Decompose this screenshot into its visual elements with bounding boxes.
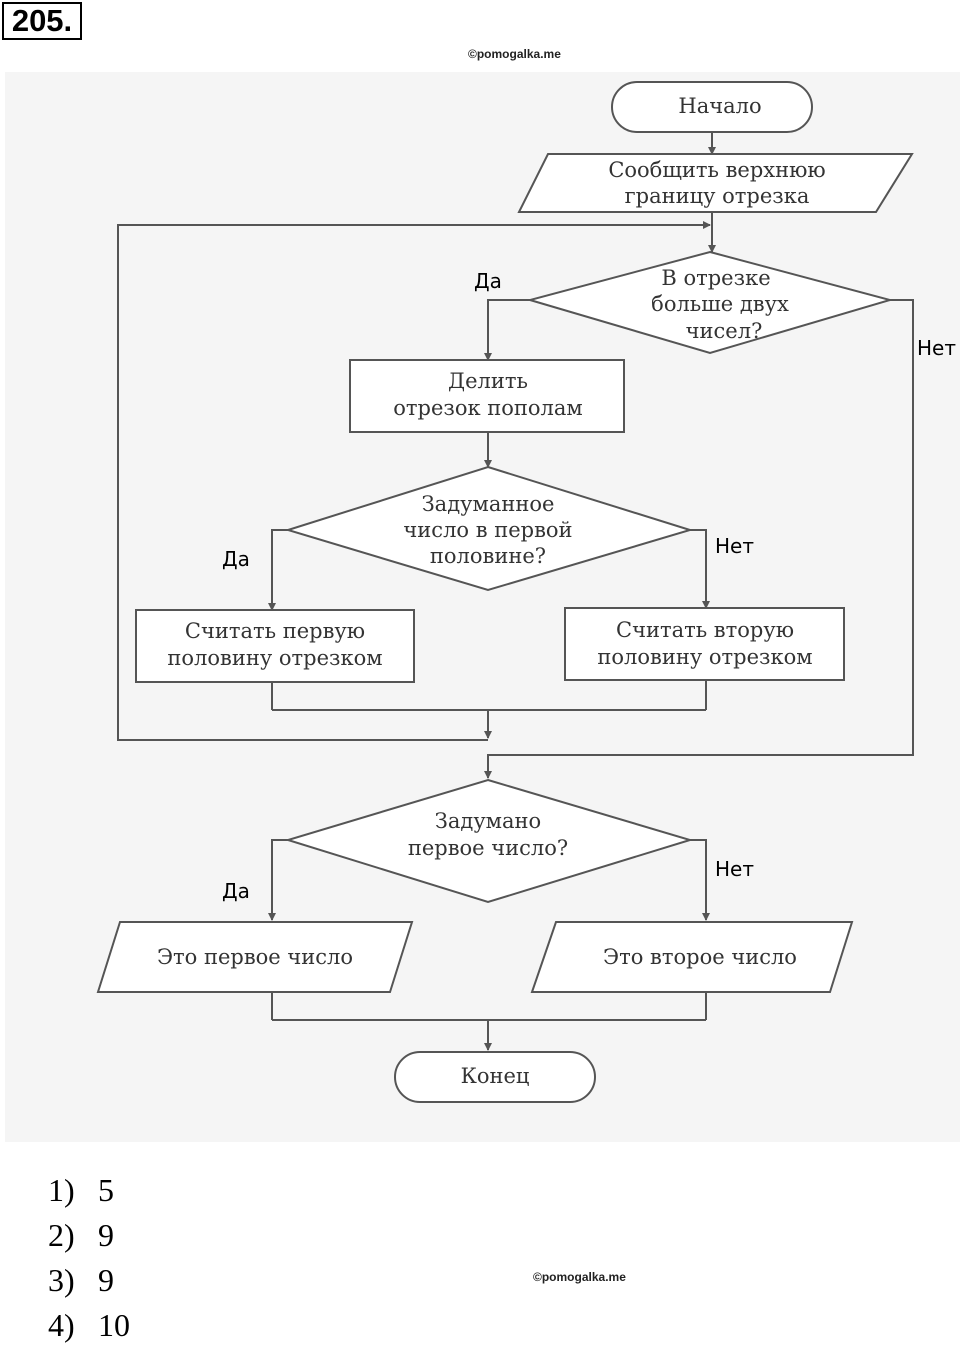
divide-process — [349, 359, 625, 433]
output-first-parallelogram — [96, 921, 414, 993]
answers-list: 1) 5 2) 9 3) 9 4) 10 — [48, 1168, 130, 1348]
condition-1-yes-label: Да — [474, 269, 502, 293]
watermark-top: ©pomogalka.me — [468, 47, 561, 61]
answer-item: 1) 5 — [48, 1168, 130, 1213]
condition-2-diamond — [284, 465, 694, 592]
problem-number: 205. — [2, 2, 82, 40]
condition-2-no-label: Нет — [715, 534, 754, 558]
answer-number: 2) — [48, 1217, 75, 1253]
condition-3-line-2: первое число? — [408, 836, 568, 860]
answer-value: 9 — [98, 1262, 114, 1298]
output-second-parallelogram — [530, 921, 854, 993]
start-text: Начало — [678, 94, 761, 118]
condition-1-line-3: чисел? — [686, 319, 763, 343]
start-terminal — [611, 81, 813, 133]
condition-1-line-1: В отрезке — [661, 266, 770, 290]
second-half-process — [564, 607, 845, 681]
condition-1-line-2: больше двух — [651, 292, 789, 316]
input-text-line-1: Сообщить верхнюю — [608, 158, 825, 182]
answer-number: 4) — [48, 1307, 75, 1343]
output-first-text: Это первое число — [157, 945, 353, 969]
condition-3-line-1: Задумано — [435, 809, 541, 833]
condition-3-diamond — [284, 778, 694, 904]
connector-lines — [117, 130, 914, 1051]
condition-2-yes-label: Да — [222, 547, 250, 571]
watermark-bottom: ©pomogalka.me — [533, 1270, 626, 1284]
condition-2-line-1: Задуманное — [422, 492, 555, 516]
end-text: Конец — [461, 1064, 530, 1088]
answer-number: 3) — [48, 1262, 75, 1298]
answer-number: 1) — [48, 1172, 75, 1208]
condition-1-no-label: Нет — [917, 336, 956, 360]
output-second-text: Это второе число — [603, 945, 797, 969]
answer-item: 4) 10 — [48, 1303, 130, 1348]
condition-2-line-2: число в первой — [403, 518, 572, 542]
input-parallelogram — [517, 153, 914, 213]
first-half-process — [135, 609, 415, 683]
condition-1-diamond — [526, 250, 894, 355]
condition-3-no-label: Нет — [715, 857, 754, 881]
first-half-line-2: половину отрезком — [167, 646, 382, 670]
answer-item: 3) 9 — [48, 1258, 130, 1303]
answer-value: 9 — [98, 1217, 114, 1253]
first-half-line-1: Считать первую — [185, 619, 365, 643]
divide-line-2: отрезок пополам — [393, 396, 583, 420]
answer-value: 10 — [98, 1307, 130, 1343]
answer-item: 2) 9 — [48, 1213, 130, 1258]
divide-line-1: Делить — [448, 369, 528, 393]
second-half-line-1: Считать вторую — [616, 618, 794, 642]
end-terminal — [394, 1051, 596, 1103]
second-half-line-2: половину отрезком — [597, 645, 812, 669]
condition-3-yes-label: Да — [222, 879, 250, 903]
condition-2-line-3: половине? — [430, 544, 546, 568]
input-text-line-2: границу отрезка — [625, 184, 810, 208]
answer-value: 5 — [98, 1172, 114, 1208]
